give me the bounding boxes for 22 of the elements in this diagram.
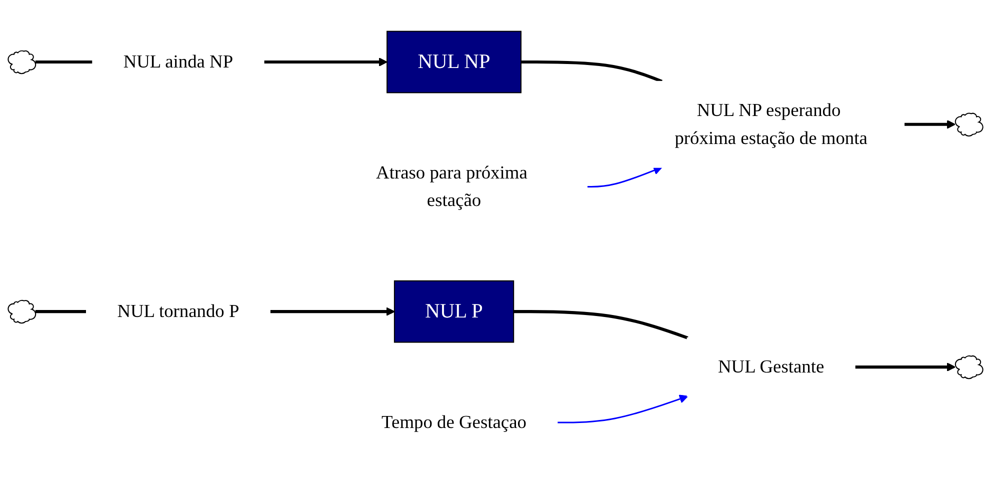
- arrow: [264, 58, 388, 66]
- node-cloud: [8, 50, 36, 74]
- arrow: [586, 166, 662, 188]
- node-cloud: [8, 300, 36, 324]
- arrow: [557, 394, 688, 424]
- node-text: NUL Gestante: [718, 356, 824, 377]
- node-text: Tempo de Gestaçao: [382, 412, 526, 432]
- node-box: NUL P: [394, 280, 514, 343]
- node-text: NUL NP esperando próxima estação de monta: [674, 100, 868, 148]
- node-cloud: [954, 112, 984, 136]
- arrow: [270, 307, 395, 316]
- connector: [35, 60, 93, 64]
- node-text: NUL ainda NP: [123, 51, 234, 72]
- node-cloud: [954, 355, 984, 380]
- arrow: [854, 362, 956, 372]
- node-text: Atraso para próxima estação: [376, 162, 528, 210]
- arrow: [904, 120, 956, 129]
- node-box: NUL NP: [386, 30, 522, 94]
- connector: [514, 310, 688, 340]
- connector: [520, 60, 662, 83]
- connector: [35, 310, 86, 314]
- node-text: NUL tornando P: [117, 300, 240, 322]
